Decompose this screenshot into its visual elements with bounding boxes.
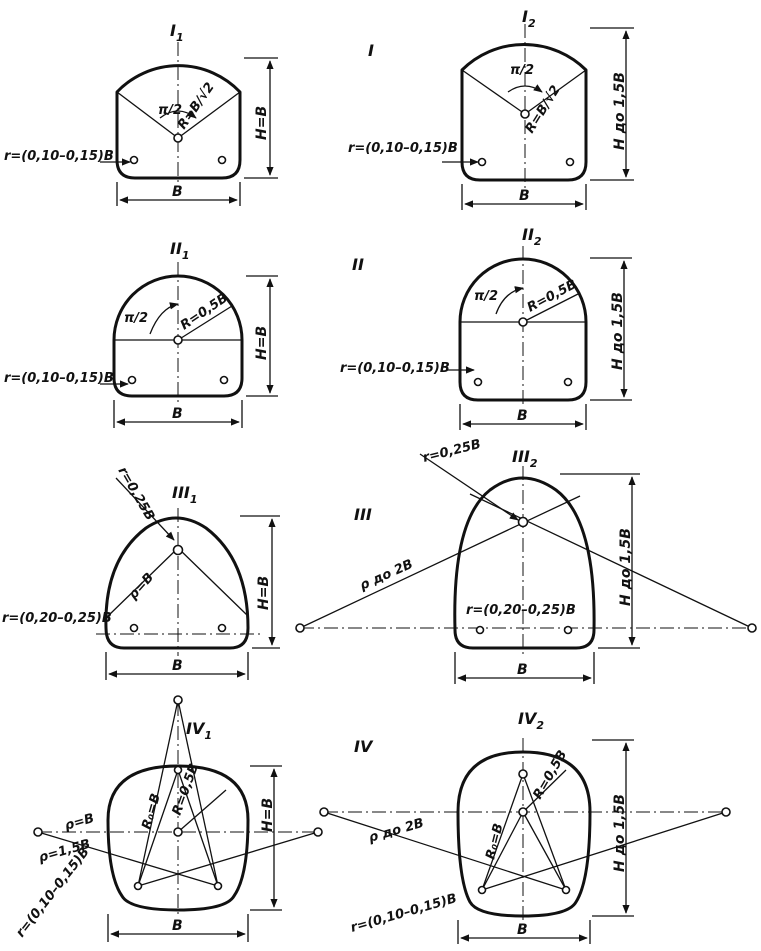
width-label: B: [172, 918, 183, 934]
top-radius-label: r=0,25B: [421, 437, 482, 466]
panel-title: IV1: [186, 719, 212, 742]
radius-label: R=B/√2: [523, 83, 564, 136]
panel-title: III1: [172, 483, 198, 506]
width-label: B: [517, 922, 528, 938]
width-label: B: [172, 184, 183, 200]
profile-iv2: IV2 R=0,5B R₀=B ρ до 2B r=(0,10–0,15)B B…: [319, 709, 731, 944]
angle-label: π/2: [124, 311, 148, 326]
corner-radius-label: r=(0,10–0,15)B: [4, 149, 114, 164]
angle-label: π/2: [158, 103, 182, 118]
corner-radius-label: r=(0,20–0,25)B: [466, 603, 576, 618]
top-radius-label: r=0,25B: [115, 465, 158, 524]
panel-title: III2: [512, 447, 538, 470]
r0-label: R₀=B: [483, 822, 506, 861]
profile-outline: [453, 476, 596, 650]
profile-outline: [458, 257, 588, 402]
width-label: B: [172, 658, 183, 674]
profile-iv1: IV1 R=0,5B R₀=B ρ=B ρ=1,5B r=(0,10–0,15)…: [13, 695, 323, 942]
roman-numeral-iii: III: [354, 505, 372, 524]
panel-title: IV2: [518, 709, 544, 732]
angle-label: π/2: [510, 63, 534, 78]
height-label: H до 1,5B: [618, 528, 634, 606]
width-label: B: [172, 406, 183, 422]
width-label: B: [519, 188, 530, 204]
height-label: H=B: [254, 326, 270, 360]
radius-label: R=0,5B: [525, 277, 580, 316]
profile-outline: [112, 274, 244, 398]
height-label: H=B: [260, 798, 276, 832]
panel-title: I2: [522, 7, 536, 30]
height-label: H до 1,5B: [612, 72, 628, 150]
height-label: H до 1,5B: [610, 292, 626, 370]
profile-iii2: III2 r=0,25B ρ до 2B r=(0,20–0,25)B B H …: [295, 437, 757, 684]
corner-radius-label: r=(0,10–0,15)B: [349, 891, 459, 936]
corner-radius-label: r=(0,20–0,25)B: [2, 611, 112, 626]
roman-numeral-iv: IV: [354, 737, 374, 756]
profile-outline: [460, 42, 588, 182]
height-label: H=B: [256, 576, 272, 610]
rho-label: ρ=B: [63, 811, 96, 834]
corner-radius-label: r=(0,10–0,15)B: [348, 141, 458, 156]
profile-outline: [104, 516, 250, 650]
width-label: B: [517, 408, 528, 424]
corner-radius-label: r=(0,10–0,15)B: [4, 371, 114, 386]
height-label: H=B: [254, 106, 270, 140]
r0-label: R₀=B: [139, 792, 164, 831]
profile-outline: [456, 750, 592, 918]
roman-numeral-i: I: [368, 41, 374, 60]
panel-title: II2: [522, 225, 542, 248]
profile-outline: [106, 764, 250, 912]
profile-i2: I2 π/2 R=B/√2 r=(0,10–0,15)B B H до 1,5B: [348, 7, 634, 210]
height-label: H до 1,5B: [612, 794, 628, 872]
rho-label: ρ=B: [126, 570, 157, 602]
width-label: B: [517, 662, 528, 678]
rho-label: ρ до 2B: [358, 557, 416, 594]
panel-title: II1: [170, 239, 190, 262]
profile-i1: I1 π/2 R=B/√2 r=(0,10–0,15)B B H=B: [4, 21, 278, 206]
angle-label: π/2: [474, 289, 498, 304]
corner-radius-label: r=(0,10–0,15)B: [340, 361, 450, 376]
profile-iii1: III1 r=0,25B ρ=B r=(0,20–0,25)B B H=B: [2, 465, 280, 680]
profile-outline: [115, 64, 242, 180]
panel-title: I1: [170, 21, 184, 44]
profile-ii2: II2 π/2 R=0,5B r=(0,10–0,15)B B H до 1,5…: [340, 225, 632, 430]
profile-ii1: II1 π/2 R=0,5B r=(0,10–0,15)B B H=B: [4, 239, 278, 428]
roman-numeral-ii: II: [352, 255, 364, 274]
